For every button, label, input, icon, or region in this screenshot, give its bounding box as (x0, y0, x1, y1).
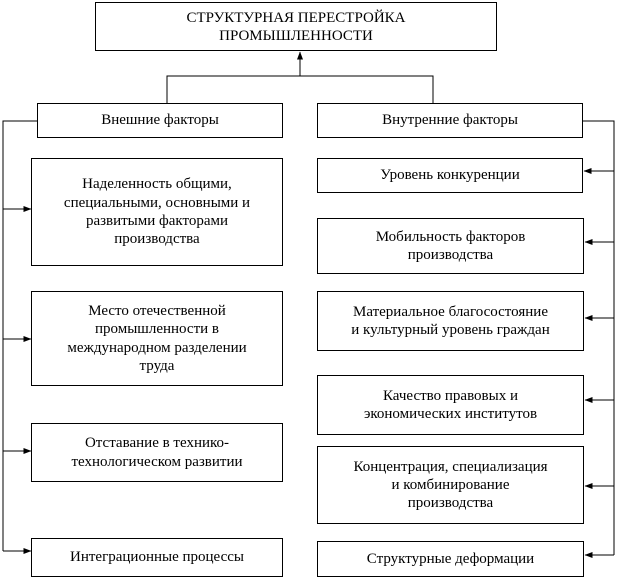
external-factors-heading: Внешние факторы (37, 103, 283, 138)
external-factor-endowment: Наделенность общими, специальными, основ… (31, 158, 283, 266)
internal-factor-welfare: Материальное благосостояние и культурный… (317, 291, 584, 351)
internal-factor-mobility: Мобильность факторов производства (317, 218, 584, 274)
external-spine-line (2, 120, 37, 551)
heading-join-line (166, 75, 434, 103)
internal-factor-institutions: Качество правовых и экономических инстит… (317, 375, 584, 435)
external-factor-technological-lag: Отставание в технико- технологическом ра… (31, 423, 283, 482)
external-factor-division-of-labour: Место отечественной промышленности в меж… (31, 291, 283, 386)
external-factor-integration: Интеграционные процессы (31, 538, 283, 577)
internal-factor-competition: Уровень конкуренции (317, 158, 583, 193)
title-box: СТРУКТУРНАЯ ПЕРЕСТРОЙКА ПРОМЫШЛЕННОСТИ (95, 2, 497, 51)
internal-factor-concentration: Концентрация, специализация и комбиниров… (317, 446, 584, 524)
internal-factors-heading: Внутренние факторы (317, 103, 583, 138)
internal-factor-deformations: Структурные деформации (317, 541, 584, 577)
internal-spine-line (583, 120, 615, 555)
